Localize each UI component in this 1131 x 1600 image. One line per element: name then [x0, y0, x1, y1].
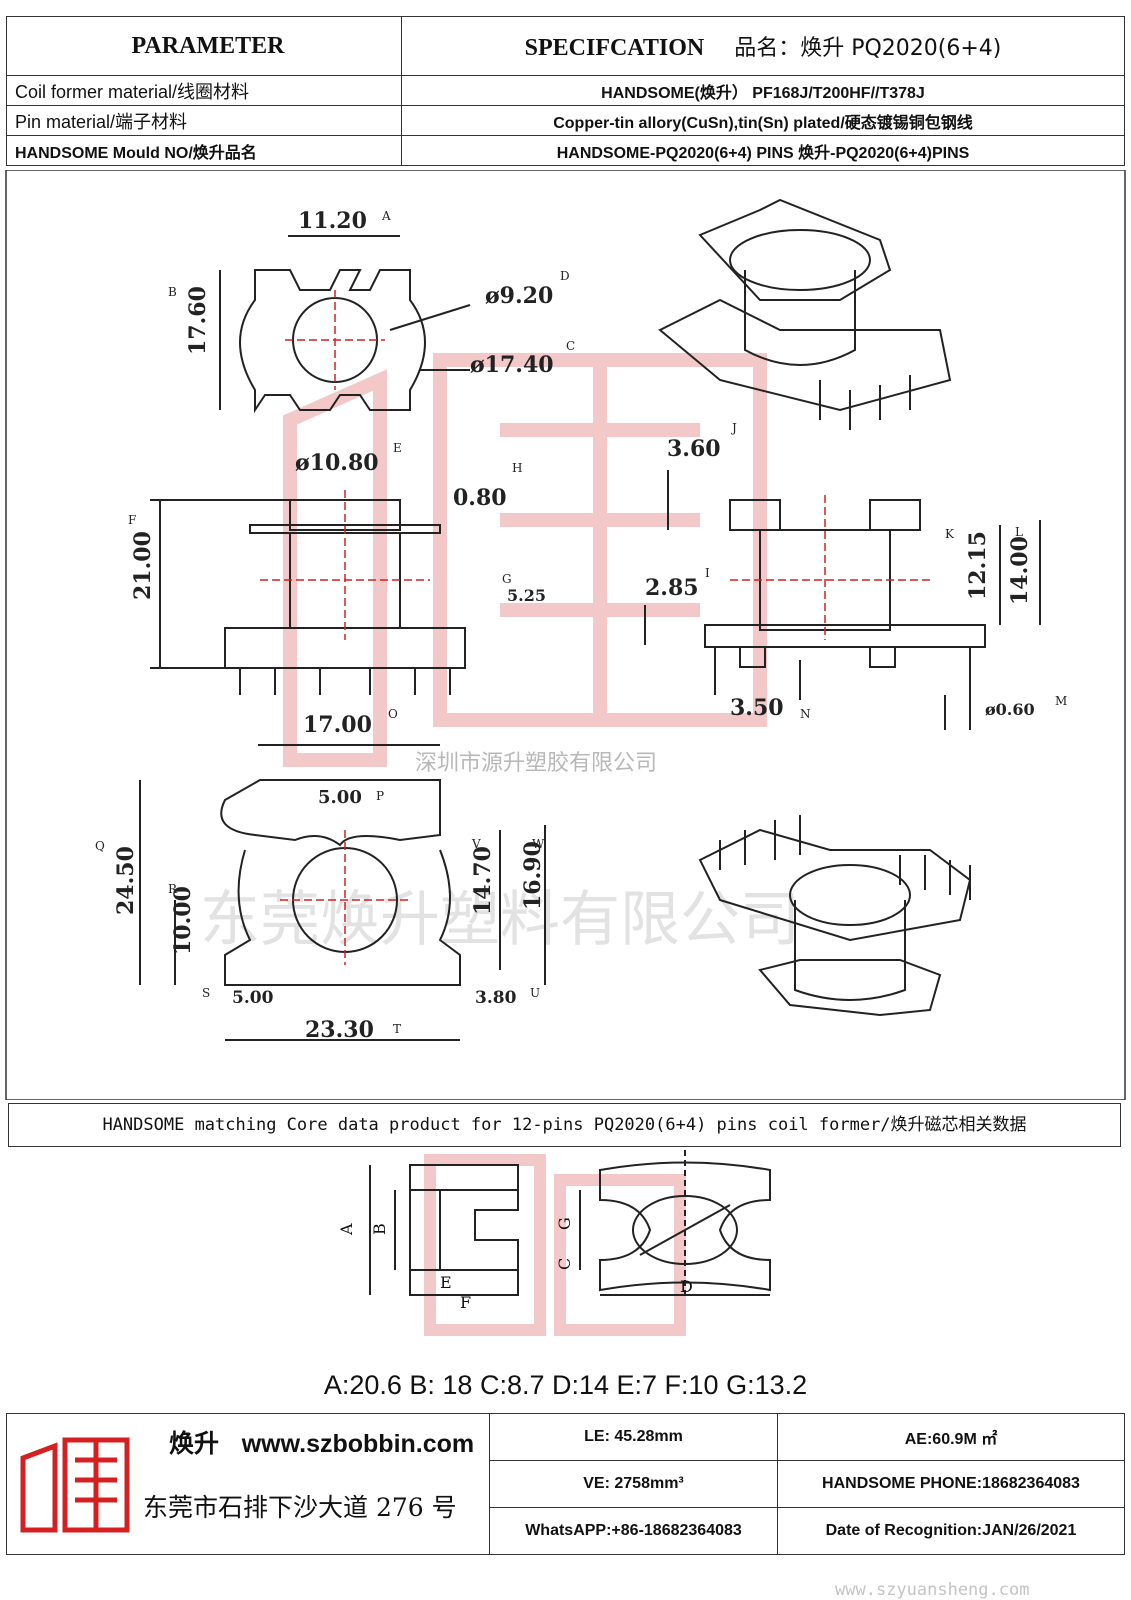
dim-o: 17.00 [303, 712, 372, 738]
watermark-company: 深圳市源升塑胶有限公司 [415, 751, 657, 776]
letter-b: B [168, 285, 177, 299]
specification-header: SPECIFCATION 品名：焕升 PQ2020(6+4) [401, 16, 1125, 76]
ae-cell: AE:60.9M ㎡ [777, 1413, 1125, 1461]
letter-f: F [128, 513, 136, 527]
dim-m: ø0.60 [985, 700, 1035, 719]
le-cell: LE: 45.28mm [489, 1413, 778, 1461]
dimension-labels: 11.20 17.60 ø9.20 ø17.40 ø10.80 0.80 21.… [113, 208, 1035, 1043]
isometric-view-top [658, 198, 952, 430]
dim-a: 11.20 [298, 208, 367, 234]
isometric-view-bottom [698, 815, 972, 1017]
bottom-view-drawing [139, 744, 546, 1041]
parameter-header: PARAMETER [6, 16, 402, 76]
dim-b: 17.60 [185, 286, 211, 355]
brand-name: 焕升 [169, 1429, 220, 1458]
watermark-logo [283, 353, 767, 767]
letter-r: R [168, 882, 178, 896]
core-label-f: F [460, 1293, 471, 1312]
letter-o: O [388, 707, 398, 721]
letter-d: D [560, 269, 570, 283]
pin-material-value: Copper-tin allory(CuSn),tin(Sn) plated/硬… [401, 105, 1125, 136]
letter-i: I [705, 566, 710, 580]
letter-a: A [381, 209, 391, 223]
dim-u: 3.80 [475, 988, 517, 1008]
brand-logo-icon [20, 1437, 130, 1533]
letter-q: Q [95, 839, 105, 853]
dim-f: 21.00 [130, 531, 156, 600]
letter-k: K [945, 527, 955, 541]
dim-d: ø9.20 [485, 283, 553, 309]
core-label-g: G [555, 1217, 574, 1230]
letter-e: E [393, 441, 402, 455]
letter-u: U [530, 986, 540, 1000]
dim-i: 2.85 [645, 575, 699, 601]
core-watermark-logo [424, 1154, 686, 1336]
letter-p: P [376, 789, 384, 803]
dim-n: 3.50 [730, 695, 784, 721]
address: 东莞市石排下沙大道 276 号 [143, 1493, 457, 1522]
footer-table: 焕升 www.szbobbin.com 东莞市石排下沙大道 276 号 LE: … [6, 1413, 1125, 1555]
core-label-d: D [680, 1277, 693, 1296]
letter-c: C [566, 339, 575, 353]
core-label-b: B [370, 1223, 389, 1235]
dim-g: 5.25 [507, 586, 546, 605]
whatsapp-cell: WhatsAPP:+86-18682364083 [489, 1507, 778, 1555]
dim-k: 12.15 [965, 531, 991, 600]
dim-c: ø17.40 [470, 352, 554, 378]
core-drawing: A B C D E F G [337, 1150, 771, 1336]
dim-r: 10.00 [170, 886, 196, 955]
technical-drawing: 深圳市源升塑胶有限公司 东莞焕升塑料有限公司 [5, 170, 1126, 1100]
dim-s: 5.00 [232, 988, 274, 1008]
specification-label: SPECIFCATION [524, 35, 705, 61]
dim-j: 3.60 [667, 436, 721, 462]
dim-v: 14.70 [470, 846, 496, 915]
watermark-url: www.szyuansheng.com [835, 1580, 1030, 1600]
dim-q: 24.50 [113, 846, 139, 915]
core-label-e: E [440, 1273, 452, 1292]
dim-t: 23.30 [305, 1017, 374, 1043]
phone-cell: HANDSOME PHONE:18682364083 [777, 1460, 1125, 1508]
letter-l: L [1015, 525, 1023, 539]
side-view-drawing [644, 470, 1041, 730]
letter-t: T [393, 1022, 401, 1036]
dim-p: 5.00 [318, 787, 362, 808]
spec-table: PARAMETER SPECIFCATION 品名：焕升 PQ2020(6+4)… [6, 16, 1125, 166]
pin-material-label: Pin material/端子材料 [6, 105, 402, 136]
dim-h: 0.80 [453, 485, 507, 511]
letter-m: M [1055, 694, 1067, 708]
coil-material-value: HANDSOME(焕升） PF168J/T200HF//T378J [401, 75, 1125, 106]
core-label-c: C [555, 1258, 574, 1270]
brand-cell: 焕升 www.szbobbin.com 东莞市石排下沙大道 276 号 [6, 1413, 490, 1555]
brand-line: 焕升 www.szbobbin.com [169, 1424, 474, 1460]
letter-h: H [512, 461, 522, 475]
dim-w: 16.90 [520, 841, 546, 910]
dim-e: ø10.80 [295, 450, 379, 476]
core-label-a: A [337, 1223, 356, 1236]
letter-v: V [471, 837, 481, 851]
mould-no-value: HANDSOME-PQ2020(6+4) PINS 焕升-PQ2020(6+4)… [401, 135, 1125, 166]
dimension-letters: A B C D E F G H I J K L M N O P Q R S T … [95, 209, 1067, 1036]
letter-s: S [202, 986, 210, 1000]
dim-l: 14.00 [1007, 536, 1033, 605]
letter-w: W [532, 837, 545, 851]
product-name: 品名：焕升 PQ2020(6+4) [734, 36, 1002, 61]
ve-cell: VE: 2758mm³ [489, 1460, 778, 1508]
front-view-drawing [150, 490, 466, 695]
mould-no-label: HANDSOME Mould NO/焕升品名 [6, 135, 402, 166]
core-values: A:20.6 B: 18 C:8.7 D:14 E:7 F:10 G:13.2 [323, 1370, 808, 1400]
letter-n: N [800, 707, 811, 721]
date-cell: Date of Recognition:JAN/26/2021 [777, 1507, 1125, 1555]
letter-j: J [730, 421, 737, 435]
core-data-title: HANDSOME matching Core data product for … [8, 1103, 1121, 1147]
coil-material-label: Coil former material/线圈材料 [6, 75, 402, 106]
website: www.szbobbin.com [241, 1430, 475, 1458]
letter-g: G [502, 572, 512, 586]
top-view-drawing [219, 235, 471, 414]
